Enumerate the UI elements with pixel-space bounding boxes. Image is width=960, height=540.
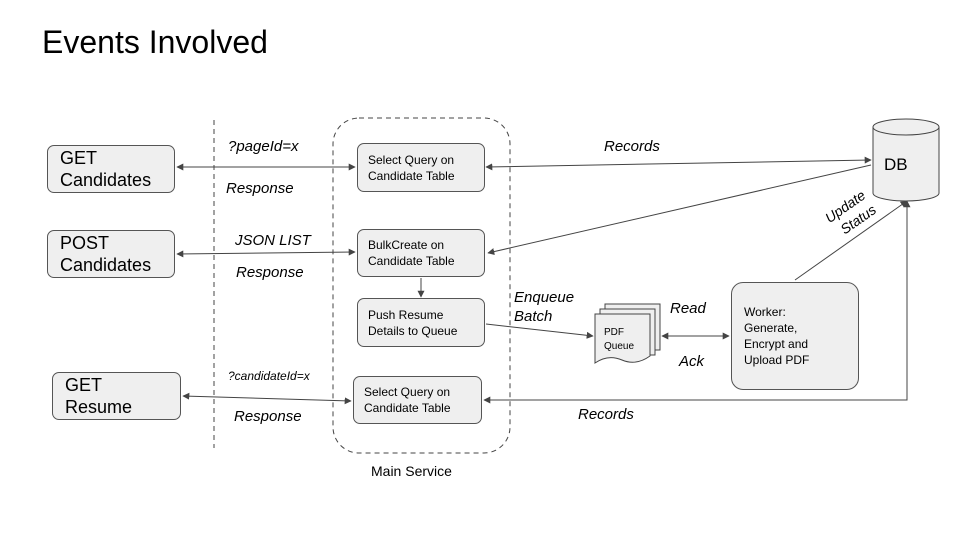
read-label: Read xyxy=(670,300,706,317)
json-list-label: JSON LIST xyxy=(235,232,311,249)
post-candidates-arrow xyxy=(176,248,356,258)
ack-label: Ack xyxy=(679,353,705,370)
bulkcreate-db-arrow xyxy=(487,164,872,256)
main-service-label: Main Service xyxy=(371,463,452,479)
db-label: DB xyxy=(884,155,908,174)
page-id-label: ?pageId=x xyxy=(228,138,299,155)
select2-db-arrow xyxy=(483,200,911,404)
records-label-bottom: Records xyxy=(578,406,634,423)
select-db-arrow xyxy=(485,156,872,171)
records-label-top: Records xyxy=(604,138,660,155)
page-title: Events Involved xyxy=(42,24,268,60)
response-label-2: Response xyxy=(236,264,304,281)
candidate-id-label: ?candidateId=x xyxy=(228,369,310,383)
get-resume-arrow xyxy=(182,392,352,405)
response-label-1: Response xyxy=(226,180,294,197)
response-label-3: Response xyxy=(234,408,302,425)
db-cylinder xyxy=(872,118,940,202)
